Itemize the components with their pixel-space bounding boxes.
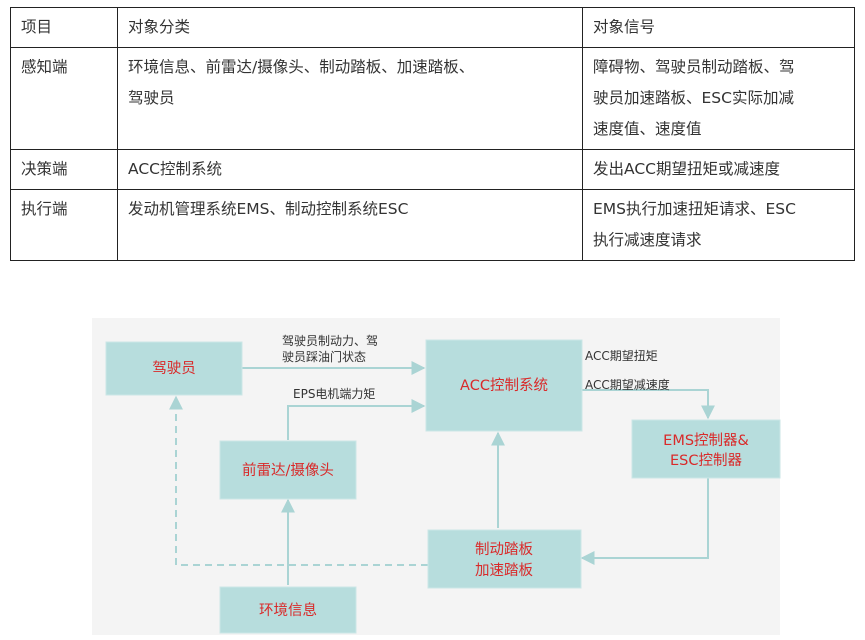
cell-text: 发出ACC期望扭矩或减速度: [593, 160, 780, 178]
node-box: [219, 586, 357, 634]
node-label: 前雷达/摄像头: [242, 462, 334, 479]
cell-text: 决策端: [21, 160, 68, 178]
cell-text: 执行端: [21, 200, 68, 218]
node-pedals: 制动踏板 加速踏板: [427, 529, 582, 589]
node-box: [105, 341, 243, 396]
node-box: [631, 419, 781, 479]
node-label: 驾驶员: [152, 360, 196, 377]
header-label: 对象分类: [128, 18, 191, 36]
cell-text: 发动机管理系统EMS、制动控制系统ESC: [128, 200, 409, 218]
edge-label-acc-torque: ACC期望扭矩: [585, 349, 658, 363]
node-box: [425, 339, 583, 432]
table-cell: 发动机管理系统EMS、制动控制系统ESC: [117, 189, 583, 261]
cell-text: 感知端: [21, 58, 68, 76]
edge-label-driver-signals: 驾驶员制动力、驾: [282, 333, 378, 348]
node-label: 环境信息: [259, 601, 317, 619]
table-row: 感知端 环境信息、前雷达/摄像头、制动踏板、加速踏板、 驾驶员 障碍物、驾驶员制…: [10, 47, 855, 150]
node-box: [219, 440, 357, 500]
table-cell: 发出ACC期望扭矩或减速度: [582, 149, 855, 190]
header-cell-item: 项目: [10, 7, 118, 48]
cell-text: ACC控制系统: [128, 160, 222, 178]
node-acc-system: ACC控制系统: [425, 339, 583, 432]
edge-radar-to-acc: [287, 399, 426, 440]
header-cell-category: 对象分类: [117, 7, 583, 48]
table-header-row: 项目 对象分类 对象信号: [10, 7, 855, 48]
table-cell: 环境信息、前雷达/摄像头、制动踏板、加速踏板、 驾驶员: [117, 47, 583, 150]
edge-label-eps-torque: EPS电机端力矩: [293, 387, 375, 401]
table-cell: 决策端: [10, 149, 118, 190]
edge-acc-to-ems: [582, 389, 715, 420]
node-label: ACC控制系统: [460, 377, 548, 394]
edge-pedals-to-driver-dashed: [169, 395, 428, 566]
node-label: ESC控制器: [670, 452, 742, 469]
node-label: 加速踏板: [475, 561, 533, 579]
node-radar-camera: 前雷达/摄像头: [219, 440, 357, 500]
info-table: 项目 对象分类 对象信号 感知端 环境信息、前雷达/摄像头、制动踏板、加速踏板、…: [10, 7, 855, 261]
cell-text: 障碍物、驾驶员制动踏板、驾 驶员加速踏板、ESC实际加减 速度值、速度值: [593, 58, 795, 138]
table-cell: 障碍物、驾驶员制动踏板、驾 驶员加速踏板、ESC实际加减 速度值、速度值: [582, 47, 855, 150]
table-cell: 执行端: [10, 189, 118, 261]
cell-text: EMS执行加速扭矩请求、ESC 执行减速度请求: [593, 200, 796, 249]
node-label: 制动踏板: [475, 540, 533, 558]
edge-label-acc-decel: ACC期望减速度: [585, 377, 670, 392]
header-label: 项目: [21, 18, 53, 36]
node-ems-esc: EMS控制器& ESC控制器: [631, 419, 781, 479]
edge-ems-to-pedals: [580, 478, 709, 565]
cell-text: 环境信息、前雷达/摄像头、制动踏板、加速踏板、 驾驶员: [128, 58, 475, 107]
table-cell: 感知端: [10, 47, 118, 150]
node-box: [427, 529, 582, 589]
node-label: EMS控制器&: [663, 432, 749, 449]
edge-label-driver-signals: 驶员踩油门状态: [282, 349, 366, 364]
node-environment: 环境信息: [219, 586, 357, 634]
table-row: 决策端 ACC控制系统 发出ACC期望扭矩或减速度: [10, 149, 855, 190]
node-driver: 驾驶员: [105, 341, 243, 396]
table-row: 执行端 发动机管理系统EMS、制动控制系统ESC EMS执行加速扭矩请求、ESC…: [10, 189, 855, 261]
header-label: 对象信号: [593, 18, 656, 36]
table-cell: EMS执行加速扭矩请求、ESC 执行减速度请求: [582, 189, 855, 261]
